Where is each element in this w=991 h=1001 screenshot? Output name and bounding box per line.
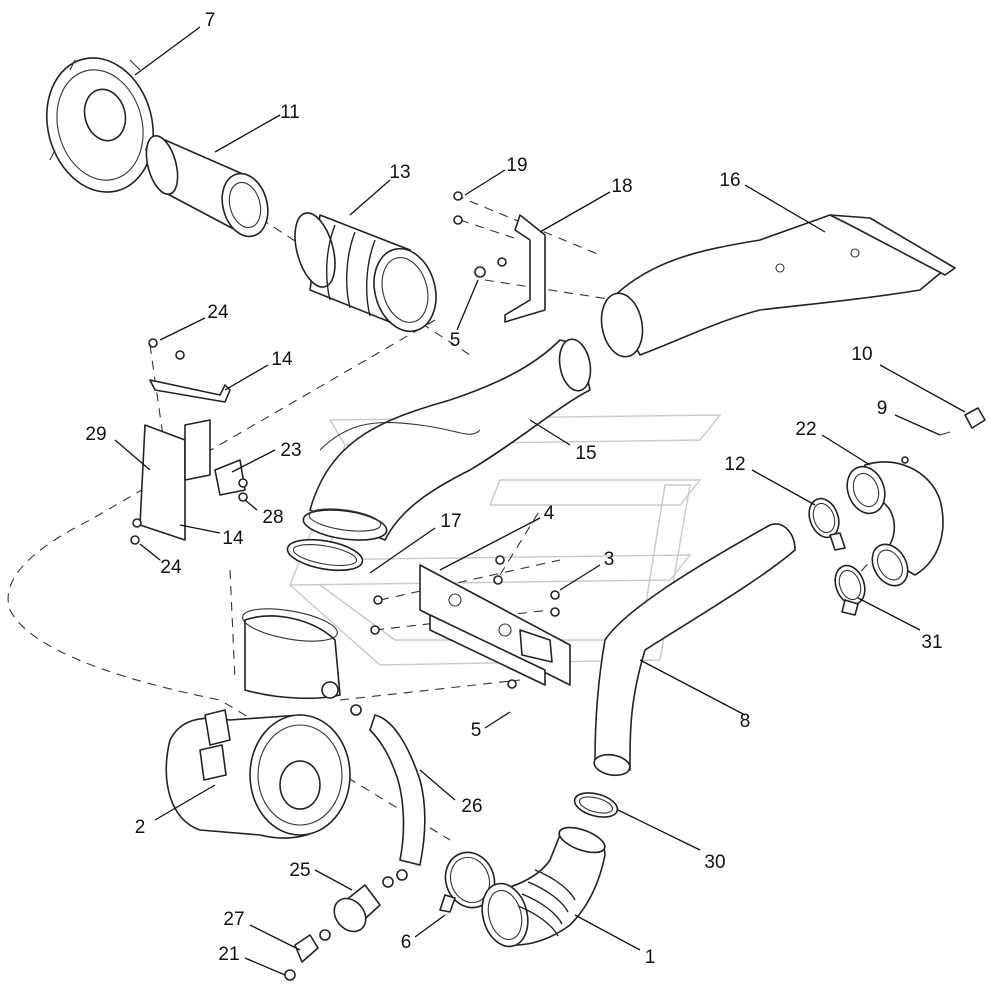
callout-2: 2	[135, 817, 146, 838]
callout-5-upper: 5	[450, 330, 461, 351]
callout-17: 17	[440, 511, 461, 532]
callout-23: 23	[280, 440, 301, 461]
clamp-part-17	[286, 538, 364, 572]
callout-15: 15	[575, 443, 596, 464]
callout-14-upper: 14	[271, 349, 293, 370]
callout-1: 1	[645, 947, 656, 968]
callout-13: 13	[389, 162, 410, 183]
callout-5-lower: 5	[471, 720, 482, 741]
callout-22: 22	[795, 419, 816, 440]
intake-duct-part-16	[600, 214, 956, 358]
callout-18: 18	[611, 176, 632, 197]
callout-9: 9	[877, 398, 888, 419]
callout-4: 4	[544, 503, 555, 524]
callout-24-upper: 24	[207, 302, 229, 323]
mounting-plate-part-4	[370, 555, 571, 689]
callout-30: 30	[704, 852, 725, 873]
callout-8: 8	[740, 711, 751, 732]
air-cleaner-housing-part-2	[165, 608, 362, 839]
callout-7: 7	[205, 10, 216, 31]
hose-part-26	[369, 714, 426, 866]
callout-19: 19	[506, 155, 527, 176]
bolts-part-19-5	[453, 191, 507, 278]
callout-28: 28	[262, 507, 283, 528]
callout-26: 26	[461, 796, 482, 817]
callout-21: 21	[218, 944, 239, 965]
long-duct-part-15	[302, 338, 592, 541]
callout-24-lower: 24	[160, 557, 182, 578]
tube-part-8	[593, 523, 796, 777]
clamps-part-12-31	[808, 497, 866, 616]
safety-element-part-13	[294, 212, 437, 333]
callout-16: 16	[719, 170, 740, 191]
elbow-part-22	[846, 456, 944, 587]
callout-29: 29	[85, 424, 106, 445]
callout-6: 6	[401, 932, 412, 953]
callout-11: 11	[280, 102, 300, 123]
bracket-parts-14-23-29	[130, 338, 248, 545]
callout-3: 3	[604, 549, 615, 570]
bracket-part-18	[504, 214, 546, 323]
callout-31: 31	[921, 632, 942, 653]
callout-12: 12	[724, 454, 745, 475]
clamp-part-30	[573, 792, 619, 818]
clamp-part-6	[439, 851, 496, 913]
filter-element-part-11	[145, 134, 269, 238]
callout-14-lower: 14	[222, 528, 244, 549]
callout-27: 27	[223, 909, 244, 930]
callout-numbers: 7 11 13 19 18 16 5 24 14 29 23 28 14 24 …	[85, 10, 942, 968]
elbow-hose-part-1	[481, 826, 606, 948]
callout-25: 25	[289, 860, 310, 881]
sensor-parts-9-10	[939, 407, 986, 436]
callout-10: 10	[851, 344, 872, 365]
filter-cover-part-7	[45, 57, 155, 193]
valve-parts-25-27-21	[284, 869, 408, 981]
leader-lines	[114, 26, 966, 976]
